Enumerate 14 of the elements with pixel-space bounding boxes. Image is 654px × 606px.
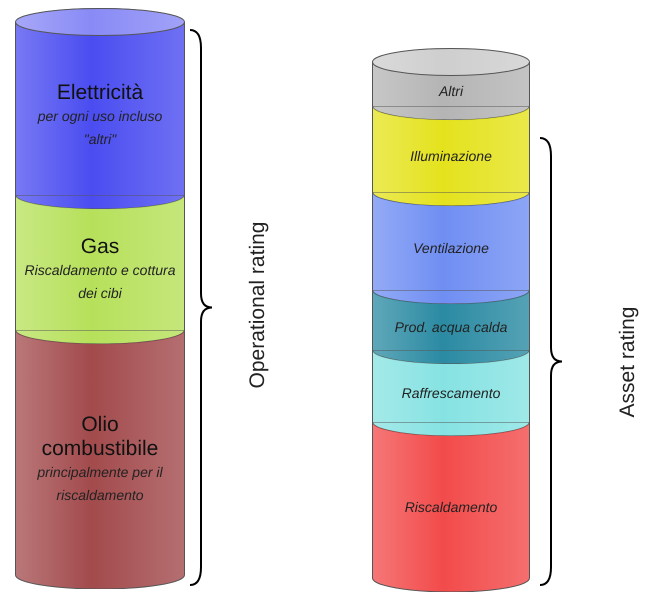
- segment-heading: Elettricità: [56, 81, 144, 106]
- rating-label: Operational rating: [246, 222, 270, 388]
- segment-label: Altri: [438, 82, 464, 101]
- segment-label: Illuminazione: [410, 146, 492, 166]
- segment-label: per ogni uso incluso "altri": [36, 107, 164, 148]
- segment-label: Ventilazione: [413, 238, 489, 258]
- segment-label: principalmente per il riscaldamento: [36, 463, 164, 504]
- segment-heading: Gas: [80, 235, 120, 260]
- rating-label: Asset rating: [616, 306, 640, 418]
- segment-label: Raffrescamento: [402, 384, 500, 403]
- segment-label: Prod. acqua calda: [394, 318, 508, 337]
- segment-heading: Olio combustibile: [40, 413, 160, 462]
- segment-label: Riscaldamento e cottura dei cibi: [24, 261, 176, 302]
- segment-label: Riscaldamento: [404, 498, 498, 517]
